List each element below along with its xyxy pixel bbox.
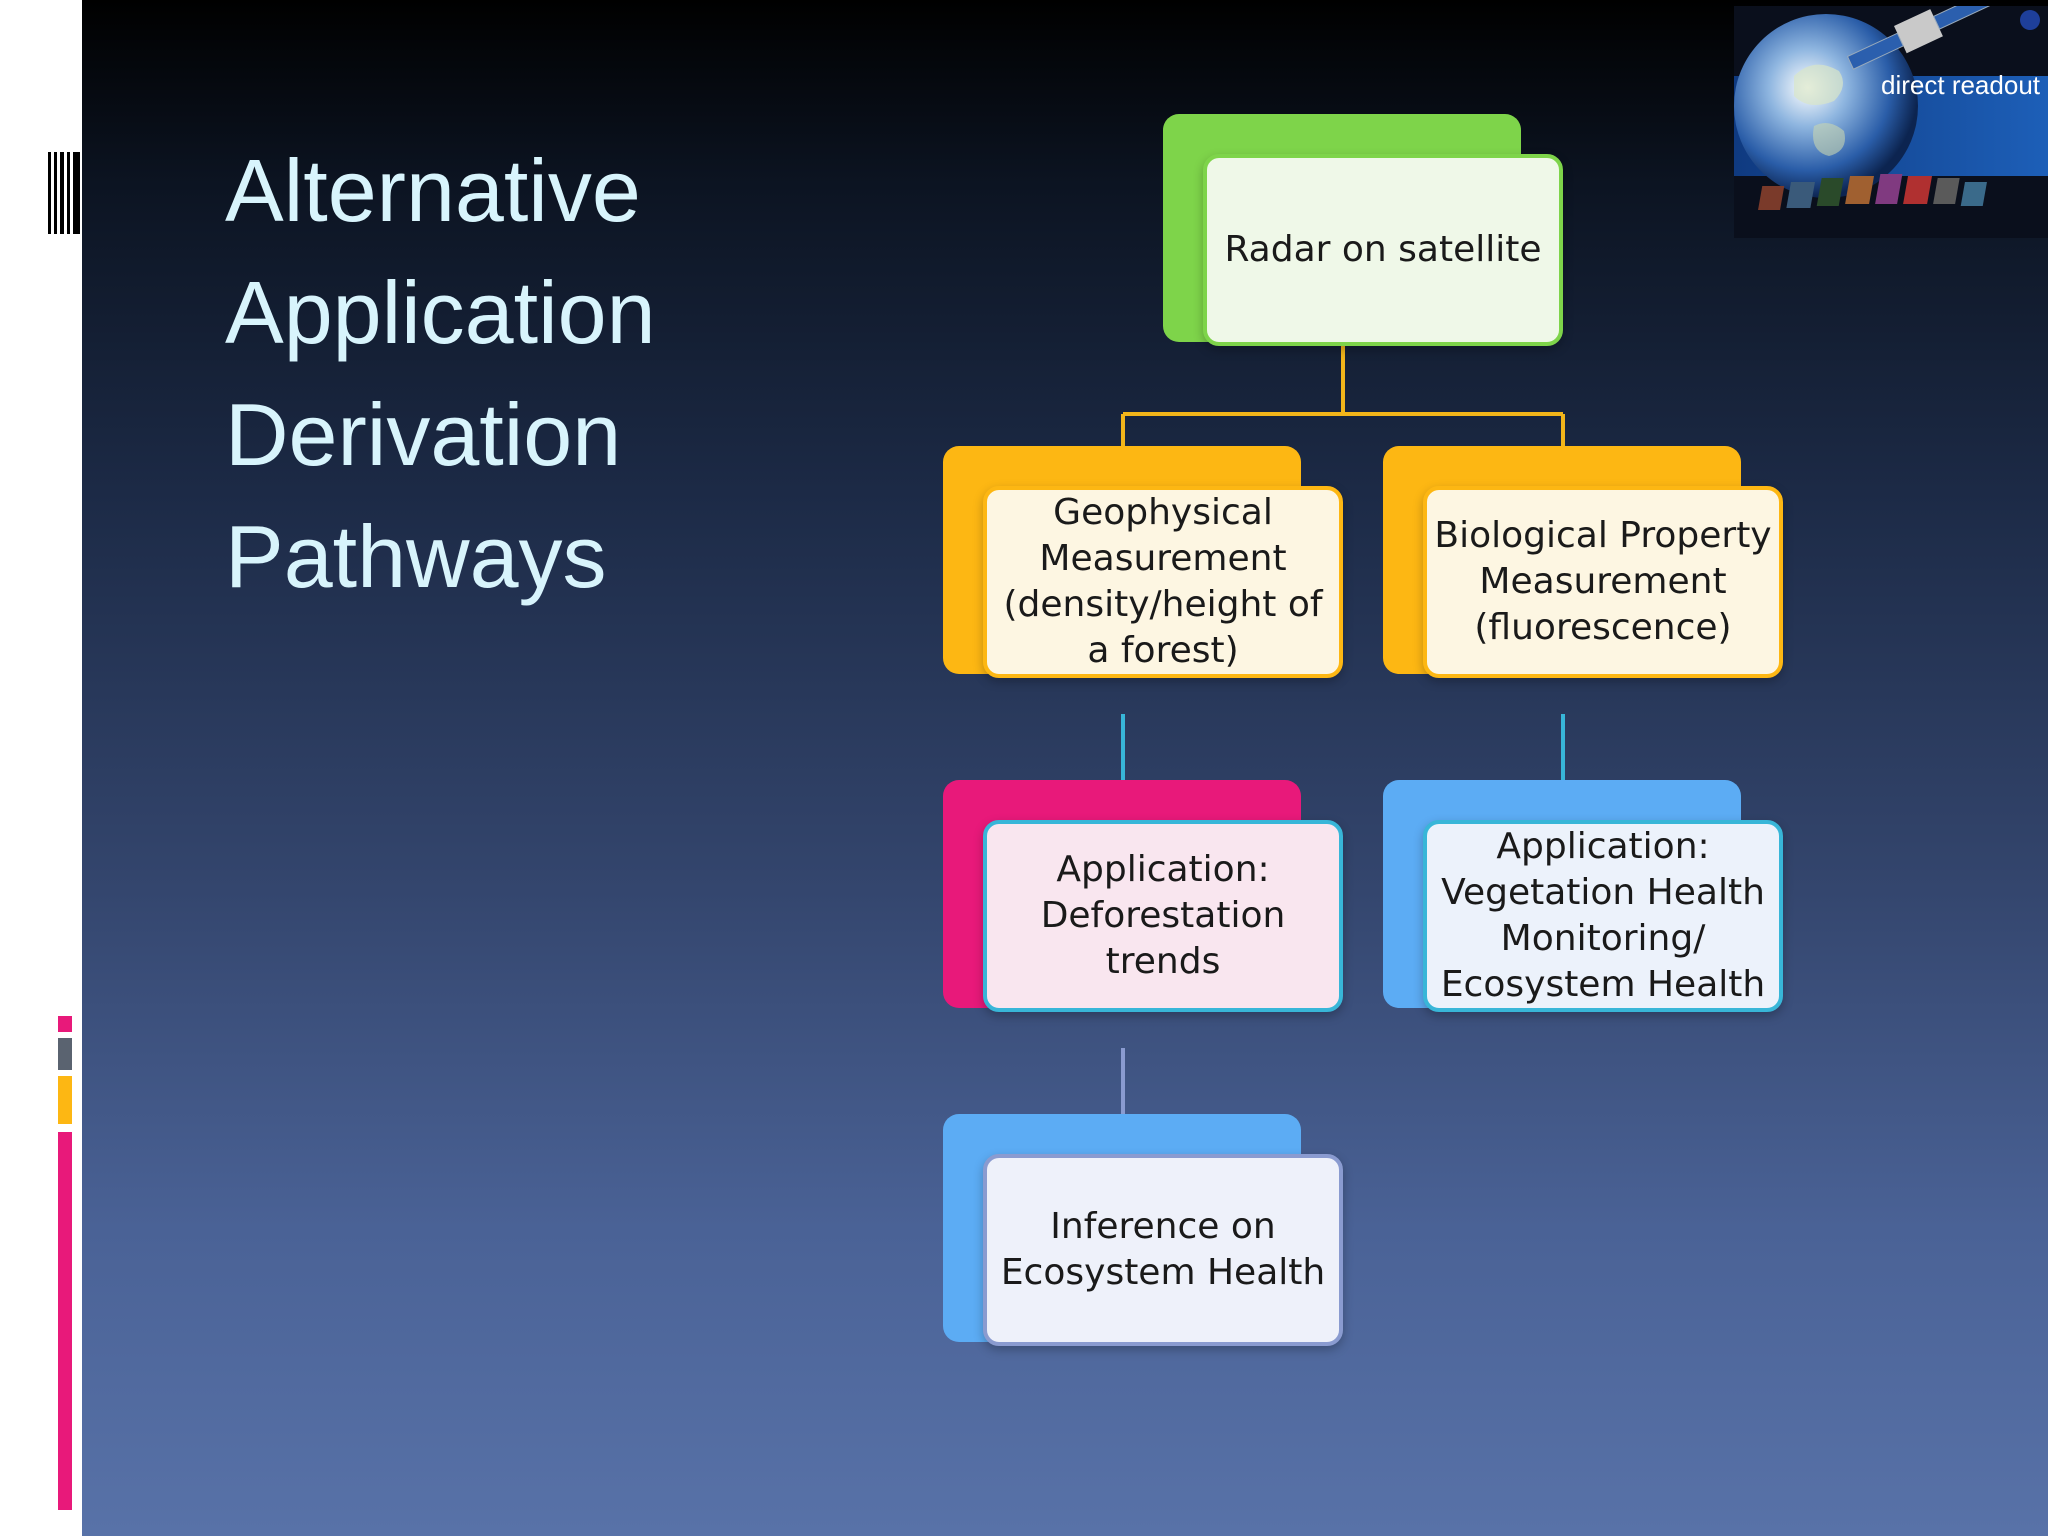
- node-inference-label: Inference on Ecosystem Health: [1000, 1206, 1326, 1293]
- logo-photo-strip: [1758, 174, 1987, 210]
- node-vegetation-label: Application: Vegetation Health Monitorin…: [1440, 826, 1766, 1005]
- logo-text: direct readout: [1881, 70, 2040, 100]
- decor-pink-long: [58, 1132, 72, 1510]
- node-geophysical: Geophysical Measurement (density/height …: [943, 446, 1343, 678]
- node-inference: Inference on Ecosystem Health: [943, 1114, 1343, 1346]
- decor-barcode: [48, 152, 80, 234]
- satellite-icon: [1846, 6, 1995, 70]
- node-radar: Radar on satellite: [1163, 114, 1563, 346]
- node-radar-label: Radar on satellite: [1224, 229, 1542, 270]
- node-inference-box: Inference on Ecosystem Health: [983, 1154, 1343, 1346]
- node-deforestation-label: Application: Deforestation trends: [1040, 849, 1286, 982]
- node-biological: Biological Property Measurement (fluores…: [1383, 446, 1783, 678]
- logo-graphic: [1734, 6, 2048, 238]
- node-vegetation: Application: Vegetation Health Monitorin…: [1383, 780, 1783, 1012]
- node-radar-box: Radar on satellite: [1203, 154, 1563, 346]
- node-biological-label: Biological Property Measurement (fluores…: [1434, 515, 1772, 648]
- node-geophysical-label: Geophysical Measurement (density/height …: [1003, 492, 1323, 671]
- node-deforestation-box: Application: Deforestation trends: [983, 820, 1343, 1012]
- nasa-icon: [2020, 10, 2040, 30]
- direct-readout-logo: direct readout: [1734, 6, 2048, 238]
- title-line-3: Derivation: [225, 385, 622, 484]
- decor-pink-small: [58, 1016, 72, 1032]
- title-line-1: Alternative: [225, 141, 641, 240]
- node-deforestation: Application: Deforestation trends: [943, 780, 1343, 1012]
- title-line-2: Application: [225, 263, 656, 362]
- decor-gray: [58, 1038, 72, 1070]
- slide-title: Alternative Application Derivation Pathw…: [225, 130, 785, 618]
- node-vegetation-box: Application: Vegetation Health Monitorin…: [1423, 820, 1783, 1012]
- decor-yellow: [58, 1076, 72, 1124]
- node-biological-box: Biological Property Measurement (fluores…: [1423, 486, 1783, 678]
- node-geophysical-box: Geophysical Measurement (density/height …: [983, 486, 1343, 678]
- title-line-4: Pathways: [225, 507, 607, 606]
